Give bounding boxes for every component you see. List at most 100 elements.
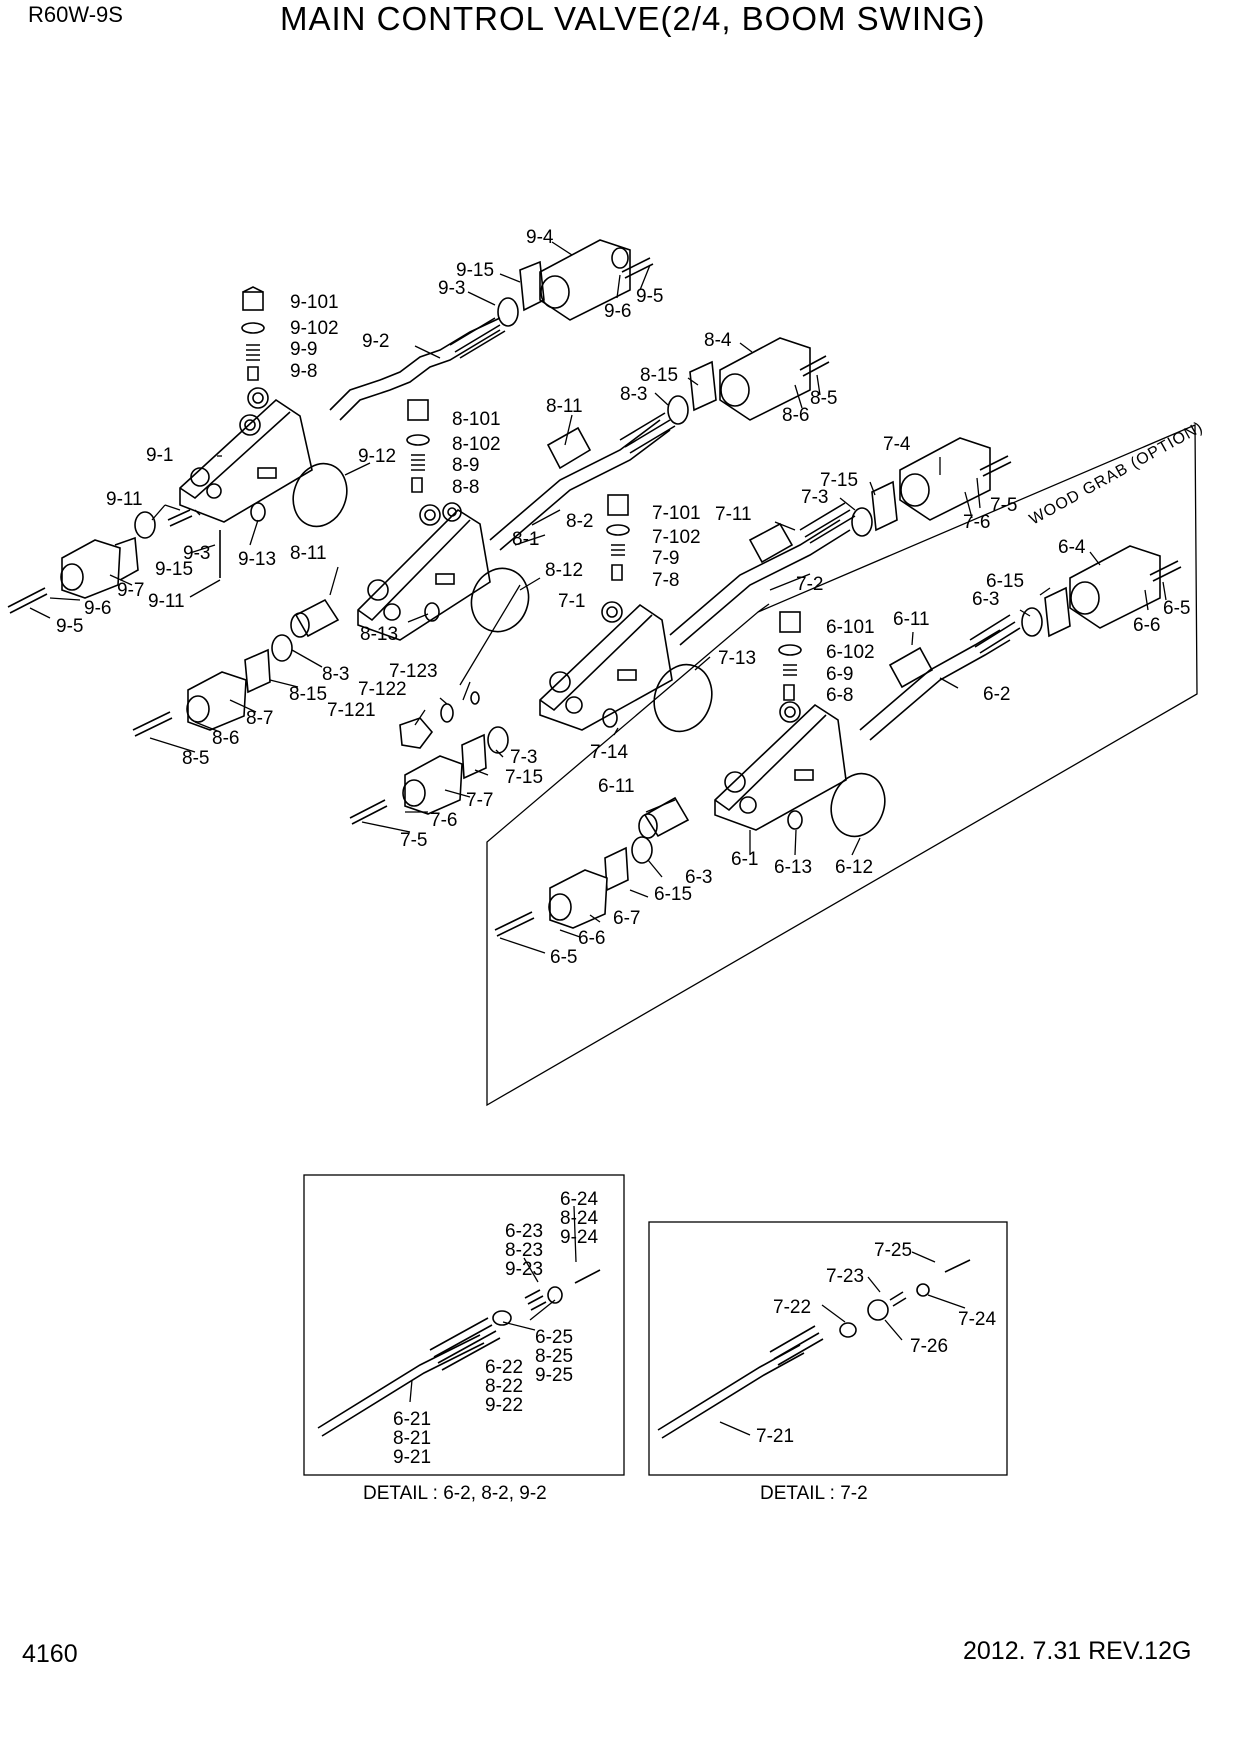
callout-8-8: 8-8 <box>452 477 479 498</box>
callout-6-15: 6-15 <box>986 571 1024 592</box>
valve-section-9-parts <box>7 239 654 614</box>
detail-box-7-2 <box>648 1221 1008 1476</box>
callout-6-4: 6-4 <box>1058 537 1086 558</box>
callout-9-9: 9-9 <box>290 339 317 360</box>
detail-callout-21-b: 8-21 <box>393 1428 431 1449</box>
callout-9-6-b: 9-6 <box>84 598 111 619</box>
callout-7-1: 7-1 <box>558 591 585 612</box>
callout-7-121: 7-121 <box>327 700 376 721</box>
callout-7-102: 7-102 <box>652 527 701 548</box>
callout-7-7: 7-7 <box>466 790 493 811</box>
callout-9-12: 9-12 <box>358 446 396 467</box>
callout-7-9: 7-9 <box>652 548 679 569</box>
callout-9-3-b: 9-3 <box>183 543 210 564</box>
leader-lines <box>29 241 1167 1436</box>
callout-8-7: 8-7 <box>246 708 273 729</box>
callout-6-7: 6-7 <box>613 908 640 929</box>
callout-6-2: 6-2 <box>983 684 1010 705</box>
callout-6-11: 6-11 <box>893 609 930 630</box>
detail-callout-7-24: 7-24 <box>958 1309 996 1330</box>
callout-7-4: 7-4 <box>883 434 911 455</box>
callout-8-9: 8-9 <box>452 455 479 476</box>
callout-6-101: 6-101 <box>826 617 875 638</box>
callout-6-13: 6-13 <box>774 857 812 878</box>
detail-callout-21-c: 9-21 <box>393 1447 431 1468</box>
callout-8-6-b: 8-6 <box>212 728 239 749</box>
callout-6-11-b: 6-11 <box>598 776 635 797</box>
callout-8-5: 8-5 <box>810 388 837 409</box>
detail-callout-25-b: 8-25 <box>535 1346 573 1367</box>
callout-6-9: 6-9 <box>826 664 853 685</box>
valve-section-8-parts <box>132 337 830 737</box>
callout-8-12: 8-12 <box>545 560 583 581</box>
callout-6-1: 6-1 <box>731 849 758 870</box>
wood-grab-option-label: WOOD GRAB (OPTION) <box>1027 419 1206 529</box>
detail-callout-22-c: 9-22 <box>485 1395 523 1416</box>
callout-9-8: 9-8 <box>290 361 317 382</box>
callout-8-6: 8-6 <box>782 405 809 426</box>
callout-9-13: 9-13 <box>238 549 276 570</box>
detail-callout-7-21: 7-21 <box>756 1426 794 1447</box>
callout-7-2: 7-2 <box>796 574 823 595</box>
callout-7-122: 7-122 <box>358 679 407 700</box>
callout-7-5-b: 7-5 <box>400 830 427 851</box>
page-title: MAIN CONTROL VALVE(2/4, BOOM SWING) <box>280 0 986 37</box>
callout-9-102: 9-102 <box>290 318 339 339</box>
detail-callout-22-a: 6-22 <box>485 1357 523 1378</box>
valve-section-6-parts <box>494 545 1182 937</box>
callout-6-3: 6-3 <box>972 589 999 610</box>
callout-9-3: 9-3 <box>438 278 465 299</box>
detail-callout-23-c: 9-23 <box>505 1259 543 1280</box>
callout-7-15-b: 7-15 <box>505 767 543 788</box>
detail-callout-24-c: 9-24 <box>560 1227 598 1248</box>
callout-9-11: 9-11 <box>106 489 143 510</box>
callout-6-8: 6-8 <box>826 685 853 706</box>
callout-8-101: 8-101 <box>452 409 501 430</box>
detail-caption-1: DETAIL : 6-2, 8-2, 9-2 <box>363 1483 547 1504</box>
detail-callout-24-a: 6-24 <box>560 1189 598 1210</box>
detail-callout-24-b: 8-24 <box>560 1208 598 1229</box>
detail-callout-22-b: 8-22 <box>485 1376 523 1397</box>
callout-8-15: 8-15 <box>640 365 678 386</box>
page-number: 4160 <box>22 1640 78 1668</box>
callout-6-12: 6-12 <box>835 857 873 878</box>
callout-6-102: 6-102 <box>826 642 875 663</box>
callout-9-5-b: 9-5 <box>56 616 83 637</box>
callout-8-11-b: 8-11 <box>290 543 327 564</box>
callout-9-101: 9-101 <box>290 292 339 313</box>
callout-8-3-b: 8-3 <box>322 664 349 685</box>
callout-6-6-b: 6-6 <box>578 928 605 949</box>
detail-caption-2: DETAIL : 7-2 <box>760 1483 868 1504</box>
callout-9-15: 9-15 <box>456 260 494 281</box>
callout-9-6: 9-6 <box>604 301 631 322</box>
callout-7-3: 7-3 <box>801 487 828 508</box>
callout-7-123: 7-123 <box>389 661 438 682</box>
detail-spool-parts <box>317 1259 971 1439</box>
callout-7-14: 7-14 <box>590 742 628 763</box>
callout-7-5: 7-5 <box>990 495 1017 516</box>
callout-8-13: 8-13 <box>360 624 398 645</box>
callout-7-8: 7-8 <box>652 570 679 591</box>
callout-8-3: 8-3 <box>620 384 647 405</box>
callout-8-15-b: 8-15 <box>289 684 327 705</box>
callout-8-1: 8-1 <box>512 529 539 550</box>
callout-9-2: 9-2 <box>362 331 389 352</box>
callout-9-7: 9-7 <box>117 580 144 601</box>
callout-8-4: 8-4 <box>704 330 732 351</box>
callout-6-3-b: 6-3 <box>685 867 712 888</box>
detail-callout-25-a: 6-25 <box>535 1327 573 1348</box>
detail-callout-23-b: 8-23 <box>505 1240 543 1261</box>
callout-8-2: 8-2 <box>566 511 593 532</box>
callout-7-6: 7-6 <box>963 512 990 533</box>
callout-7-11: 7-11 <box>715 504 752 525</box>
callout-7-6-b: 7-6 <box>430 810 457 831</box>
valve-section-7-parts <box>349 437 1012 825</box>
detail-callout-7-23: 7-23 <box>826 1266 864 1287</box>
detail-callout-25-c: 9-25 <box>535 1365 573 1386</box>
detail-callout-7-25: 7-25 <box>874 1240 912 1261</box>
callout-7-15: 7-15 <box>820 470 858 491</box>
callout-7-3-b: 7-3 <box>510 747 537 768</box>
model-code: R60W-9S <box>28 2 123 27</box>
detail-box-6-2-8-2-9-2 <box>303 1174 625 1476</box>
